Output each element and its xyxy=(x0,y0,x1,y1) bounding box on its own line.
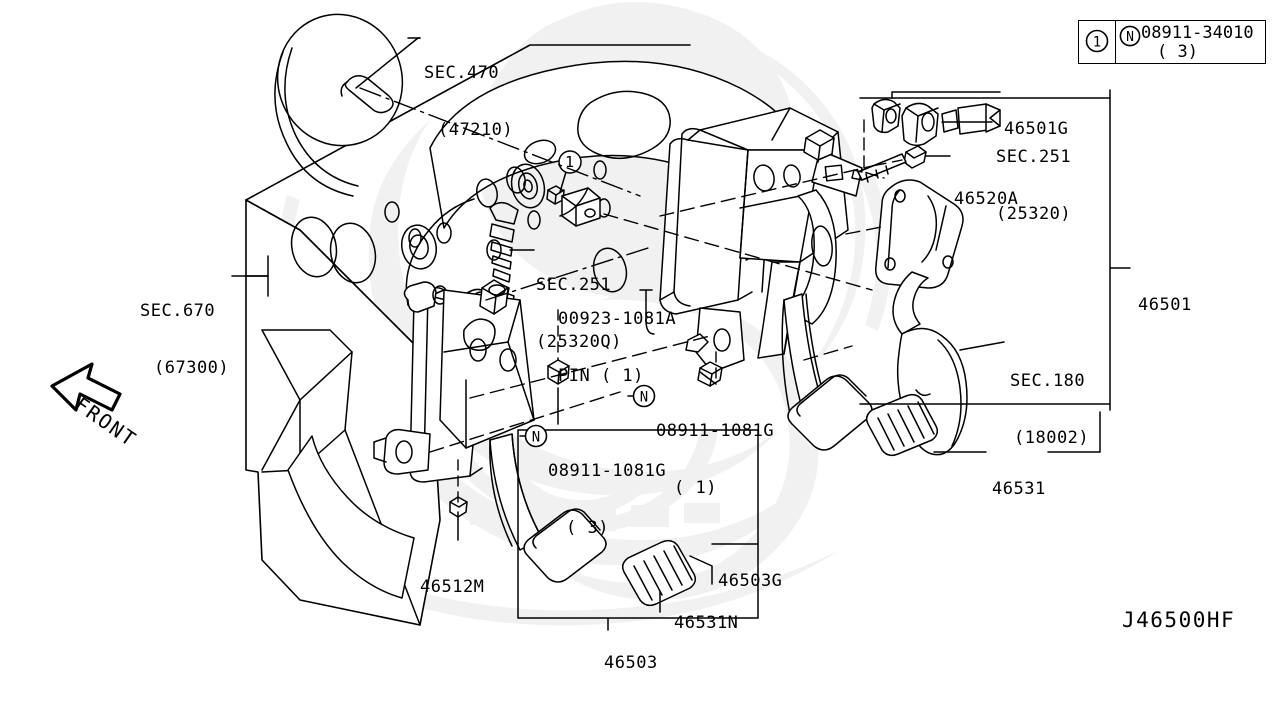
callout-46520a: 46520A xyxy=(954,189,1019,209)
callout-sec670: SEC.670 (67300) xyxy=(140,301,230,378)
legend-index-cell: 1 xyxy=(1079,21,1116,63)
n-circle-icon: N xyxy=(1119,25,1141,47)
callout-46512m: 46512M xyxy=(420,577,485,597)
svg-text:N: N xyxy=(640,390,648,406)
lineart-layer xyxy=(50,13,1131,631)
svg-text:N: N xyxy=(532,430,540,446)
callout-46501g: 46501G xyxy=(1004,119,1069,139)
callout-sec251q: SEC.251 (25320Q) xyxy=(536,275,622,352)
svg-text:N: N xyxy=(1126,30,1134,45)
front-arrow-icon xyxy=(50,362,122,412)
legend-quantity: ( 3) xyxy=(1157,42,1198,62)
callout-pin-00923: 00923-1081A PIN ( 1) xyxy=(558,309,677,386)
legend-part-number: 08911-34010 xyxy=(1141,23,1254,43)
callout-46531: 46531 xyxy=(992,479,1046,499)
callout-nut-3: N 08911-1081G ( 3) xyxy=(524,424,666,576)
callout-sec251: SEC.251 (25320) xyxy=(996,147,1072,224)
index-circle-icon: 1 xyxy=(1085,29,1109,53)
callout-sec470: SEC.470 (47210) xyxy=(424,63,514,140)
callout-sec180: SEC.180 (18002) xyxy=(1010,371,1090,448)
callout-nut-1: N 08911-1081G ( 1) xyxy=(632,384,774,536)
callout-46503g: 46503G xyxy=(718,571,783,591)
drawing-number: J46500HF xyxy=(1122,608,1236,632)
parts-diagram-canvas: SEC.470 (47210) SEC.670 (67300) SEC.251 … xyxy=(50,2,1266,673)
balloon-1-label: 1 xyxy=(565,153,575,171)
callout-46501: 46501 xyxy=(1138,295,1192,315)
legend-index-number: 1 xyxy=(1093,35,1101,51)
callout-46503: 46503 xyxy=(604,653,658,673)
n-circle-icon: N xyxy=(524,424,548,448)
callout-46531n: 46531N xyxy=(674,613,739,633)
n-circle-icon: N xyxy=(632,384,656,408)
legend-box: 1 N 08911-34010 ( 3) xyxy=(1078,20,1266,64)
